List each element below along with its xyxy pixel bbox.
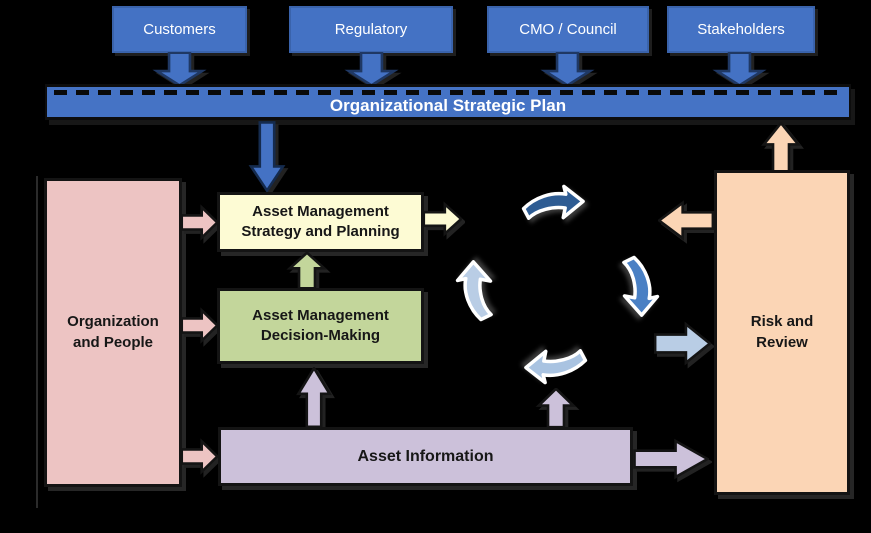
risk-review-box: Risk and Review (714, 170, 850, 495)
regulatory-box: Regulatory (289, 6, 453, 53)
decision-making-box: Asset Management Decision-Making (217, 288, 424, 364)
organization-to-decision-arrow-icon (181, 307, 218, 344)
stakeholders-box: Stakeholders (667, 6, 815, 53)
strategic-plan-label: Organizational Strategic Plan (329, 95, 567, 115)
strategy-to-cycle-arrow-icon (423, 201, 462, 237)
stakeholders-label: Stakeholders (697, 21, 785, 38)
decision-making-label-line2: Decision-Making (260, 327, 381, 344)
customers-label: Customers (143, 21, 216, 38)
cycle-right-arrow-icon (622, 255, 660, 317)
regulatory-down-arrow-icon (344, 52, 399, 86)
cycle-top-arrow-icon (521, 184, 585, 220)
cmo-council-down-arrow-icon (540, 52, 595, 86)
asset-information-box: Asset Information (218, 427, 633, 486)
left-edge-line (36, 176, 38, 508)
regulatory-label: Regulatory (334, 21, 408, 38)
cycle-left-arrow-icon (455, 260, 493, 322)
risk-to-cycle-arrow-icon (658, 199, 714, 242)
cycle-bottom-arrow-icon (524, 349, 588, 385)
asset-info-to-cycle-arrow-icon (535, 388, 577, 428)
decision-making-label-line1: Asset Management (252, 306, 389, 324)
risk-review-label-line2: Review (756, 333, 808, 351)
organization-to-asset-info-arrow-icon (181, 438, 218, 475)
customers-box: Customers (112, 6, 247, 53)
risk-review-label-line1: Risk and (750, 313, 814, 331)
cmo-council-box: CMO / Council (487, 6, 649, 53)
organization-to-strategy-arrow-icon (181, 204, 218, 241)
organization-people-label-line1: Organization (67, 313, 159, 331)
organization-people-label-line2: and People (72, 333, 154, 351)
strategy-planning-box: Asset Management Strategy and Planning (217, 192, 424, 252)
dashed-alignment-line (54, 90, 842, 95)
decision-to-strategy-arrow-icon (286, 252, 328, 289)
risk-to-plan-arrow-icon (760, 122, 802, 173)
cycle-to-risk-arrow-icon (654, 320, 711, 367)
stakeholders-down-arrow-icon (712, 52, 767, 86)
asset-info-to-decision-arrow-icon (295, 367, 333, 428)
organization-people-box: Organization and People (44, 178, 182, 487)
strategy-planning-label-line1: Asset Management (252, 202, 389, 220)
plan-to-strategy-arrow-icon (247, 121, 287, 192)
cmo-council-label: CMO / Council (519, 21, 617, 38)
strategic-plan-bar: Organizational Strategic Plan (45, 84, 851, 120)
strategy-planning-label-line2: Strategy and Planning (241, 223, 400, 240)
asset-information-label: Asset Information (357, 447, 494, 465)
asset-info-to-risk-arrow-icon (633, 437, 709, 481)
customers-down-arrow-icon (152, 52, 207, 86)
